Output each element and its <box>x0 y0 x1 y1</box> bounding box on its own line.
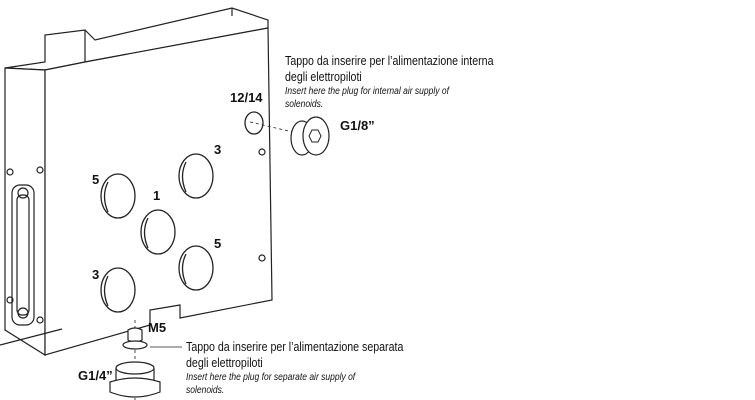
manifold-block <box>4 7 273 357</box>
note-separate-it-1: Tappo da inserire per l’alimentazione se… <box>186 340 404 354</box>
port-label-12-14: 12/14 <box>230 90 263 105</box>
thread-label-m5: M5 <box>148 320 167 335</box>
thread-label-g14: G1/4” <box>78 368 113 383</box>
port-label-5-left: 5 <box>92 172 100 187</box>
port-label-3-bottom: 3 <box>92 267 100 282</box>
plugs-bottom <box>0 320 182 400</box>
ports <box>100 111 264 313</box>
note-internal-en-1: Insert here the plug for internal air su… <box>285 86 449 97</box>
note-separate-it-2: degli elettropiloti <box>186 356 263 370</box>
note-separate-en-2: solenoids. <box>186 385 225 396</box>
port-label-3-top: 3 <box>214 142 222 157</box>
note-separate-en-1: Insert here the plug for separate air su… <box>186 372 356 383</box>
thread-label-g18: G1/8” <box>340 118 375 133</box>
note-internal-en-2: solenoids. <box>285 99 324 110</box>
port-label-1: 1 <box>153 188 161 203</box>
port-label-5-right: 5 <box>214 236 222 251</box>
note-internal-it-2: degli elettropiloti <box>285 70 362 84</box>
plug-g18 <box>249 116 330 156</box>
note-internal-it-1: Tappo da inserire per l’alimentazione in… <box>285 54 494 68</box>
